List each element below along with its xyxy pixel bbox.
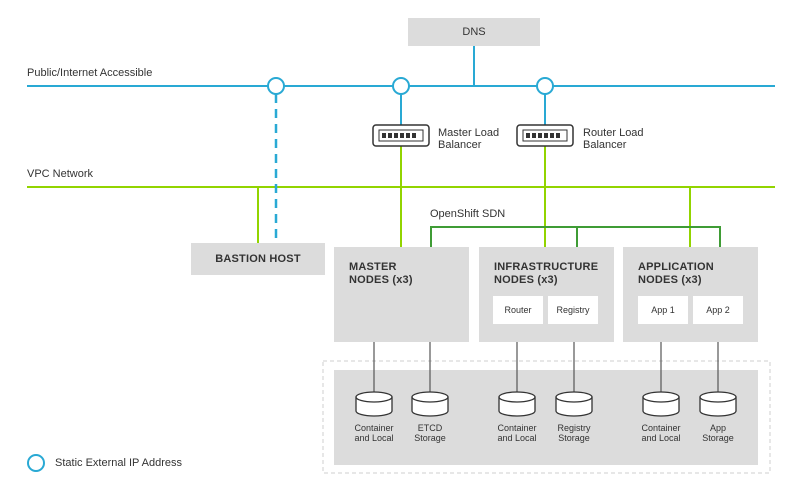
disk-icon [355,391,393,417]
disk-icon [411,391,449,417]
master-nodes-title: MASTER NODES (x3) [349,261,413,286]
registry-component: Registry [548,296,598,324]
legend-ip-icon [27,454,45,472]
app1-component: App 1 [638,296,688,324]
disk-icon [699,391,737,417]
router-lb-label: Router Load Balancer [583,127,644,151]
public-network-label: Public/Internet Accessible [27,67,153,79]
bastion-host-label: BASTION HOST [215,252,301,265]
router-component: Router [493,296,543,324]
storage-label: Container and Local [497,423,537,443]
sdn-label: OpenShift SDN [430,208,506,220]
master-load-balancer-icon [372,124,430,147]
legend-label: Static External IP Address [55,457,182,469]
app2-component: App 2 [693,296,743,324]
application-nodes-title: APPLICATION NODES (x3) [638,261,714,286]
infrastructure-nodes-title: INFRASTRUCTURE NODES (x3) [494,261,599,286]
storage-label: Registry Storage [557,423,591,443]
disk-icon [555,391,593,417]
sdn-bracket [430,226,721,247]
bastion-host-box [191,243,325,275]
infrastructure-nodes-box [479,247,614,342]
master-lb-label: Master Load Balancer [438,127,500,151]
public-ip-icon [536,77,554,95]
application-nodes-box [623,247,758,342]
storage-label: ETCD Storage [414,423,446,443]
dns-box [408,18,540,46]
router-load-balancer-icon [516,124,574,147]
master-nodes-box [334,247,469,342]
storage-area [334,370,758,465]
disk-icon [498,391,536,417]
vpc-network-label: VPC Network [27,168,94,180]
public-ip-icon [267,77,285,95]
public-ip-icon [392,77,410,95]
storage-label: Container and Local [354,423,394,443]
dns-label: DNS [462,26,486,38]
storage-label: App Storage [702,423,734,443]
disk-icon [642,391,680,417]
storage-label: Container and Local [641,423,681,443]
